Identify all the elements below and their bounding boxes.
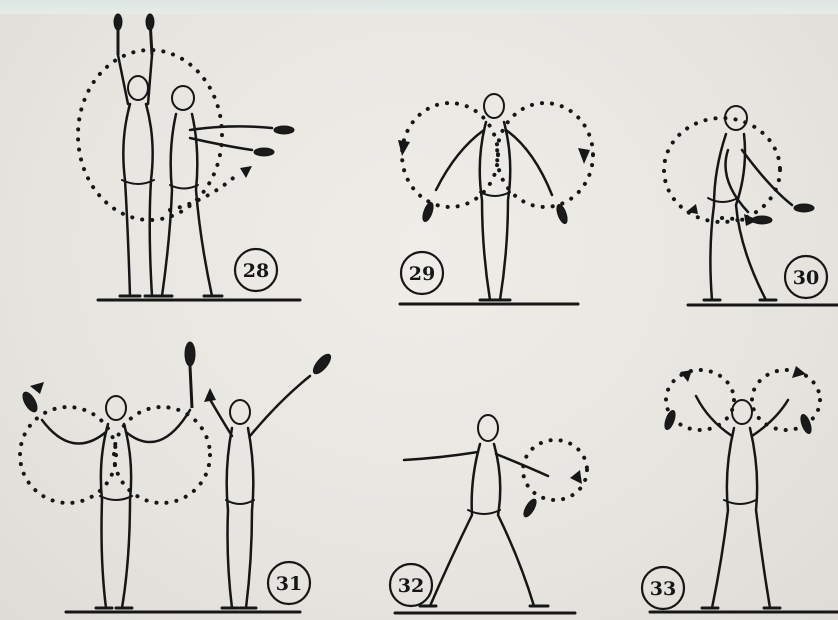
motion-path-dotted xyxy=(497,103,593,207)
figure-number-badge: 32 xyxy=(390,564,432,606)
motion-path-dotted xyxy=(664,118,780,222)
figure-number-badge: 31 xyxy=(268,562,310,604)
direction-arrow xyxy=(792,366,806,378)
figure-number-badge: 30 xyxy=(785,256,827,298)
motion-path-dotted xyxy=(666,370,734,430)
figure-number: 33 xyxy=(650,578,676,600)
gymnast-figure xyxy=(208,352,334,608)
direction-arrow xyxy=(240,166,252,178)
exercise-figure-30: 30 xyxy=(664,106,838,305)
gymnast-figure xyxy=(114,14,162,296)
figure-number: 29 xyxy=(409,263,435,285)
figure-number: 30 xyxy=(793,267,819,289)
figure-number: 28 xyxy=(243,260,269,282)
direction-arrow xyxy=(398,140,410,156)
gymnast-figure xyxy=(152,86,294,296)
gymnast-figure xyxy=(404,415,548,606)
direction-arrow xyxy=(578,148,590,164)
exercise-figure-29: 29 xyxy=(398,94,593,304)
gymnast-figure xyxy=(20,342,195,608)
exercise-figure-33: 33 xyxy=(642,366,838,612)
motion-path-dotted xyxy=(752,370,820,430)
gymnast-figure xyxy=(663,396,813,608)
exercise-figure-32: 32 xyxy=(390,415,587,613)
figure-number-badge: 29 xyxy=(401,252,443,294)
figure-number-badge: 33 xyxy=(642,567,684,609)
motion-path-dotted xyxy=(114,407,210,503)
exercise-figure-28: 28 xyxy=(78,14,300,300)
figure-number: 32 xyxy=(398,575,424,597)
direction-arrow xyxy=(30,382,44,394)
motion-path-dotted xyxy=(402,103,498,207)
figure-number-badge: 28 xyxy=(235,249,277,291)
direction-arrow xyxy=(570,470,582,484)
exercise-figure-31: 31 xyxy=(20,342,334,612)
figure-number: 31 xyxy=(276,573,302,595)
